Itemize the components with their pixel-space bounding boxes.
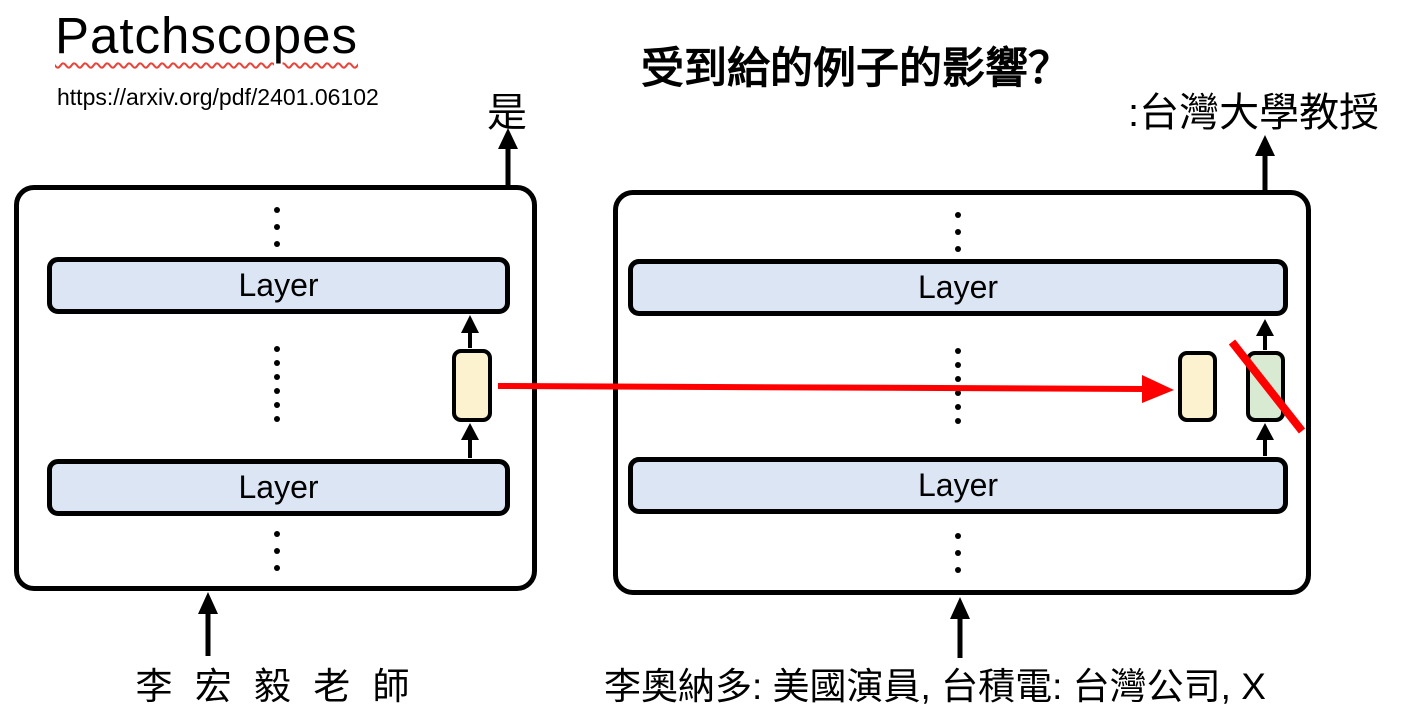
ellipsis-dots-bottom — [274, 531, 280, 571]
source-hidden-state-token — [452, 349, 492, 422]
target-output-label: :台灣大學教授 — [1128, 91, 1380, 135]
source-output-label: 是 — [487, 91, 527, 135]
replaced-hidden-state-token — [1246, 351, 1285, 422]
ellipsis-dots-bottom — [955, 533, 961, 573]
target-input-arrow-icon — [950, 597, 970, 658]
paper-url: https://arxiv.org/pdf/2401.06102 — [57, 84, 379, 110]
ellipsis-dots-middle — [955, 348, 961, 424]
target-layer-top: Layer — [628, 259, 1288, 316]
target-model-box: Layer Layer — [613, 190, 1311, 595]
layer-label: Layer — [238, 267, 319, 303]
source-layer-bottom: Layer — [47, 459, 510, 516]
layer-label: Layer — [917, 269, 999, 305]
layer-label: Layer — [917, 467, 999, 503]
target-layer-bottom: Layer — [628, 457, 1288, 514]
slide-title: Patchscopes — [55, 7, 359, 64]
target-input-text: 李奧納多: 美國演員, 台積電: 台灣公司, X — [604, 666, 1266, 707]
question-heading: 受到給的例子的影響？ — [641, 45, 1071, 93]
source-input-arrow-icon — [198, 592, 218, 656]
source-layer-top: Layer — [47, 257, 510, 314]
source-input-text: 李 宏 毅 老 師 — [135, 666, 416, 707]
layer-label: Layer — [238, 469, 319, 505]
ellipsis-dots-top — [274, 207, 280, 247]
patched-hidden-state-token — [1178, 351, 1217, 422]
target-output-arrow-icon — [1255, 135, 1275, 191]
ellipsis-dots-top — [955, 212, 961, 252]
source-model-box: Layer Layer — [14, 185, 537, 591]
ellipsis-dots-middle — [274, 346, 280, 422]
